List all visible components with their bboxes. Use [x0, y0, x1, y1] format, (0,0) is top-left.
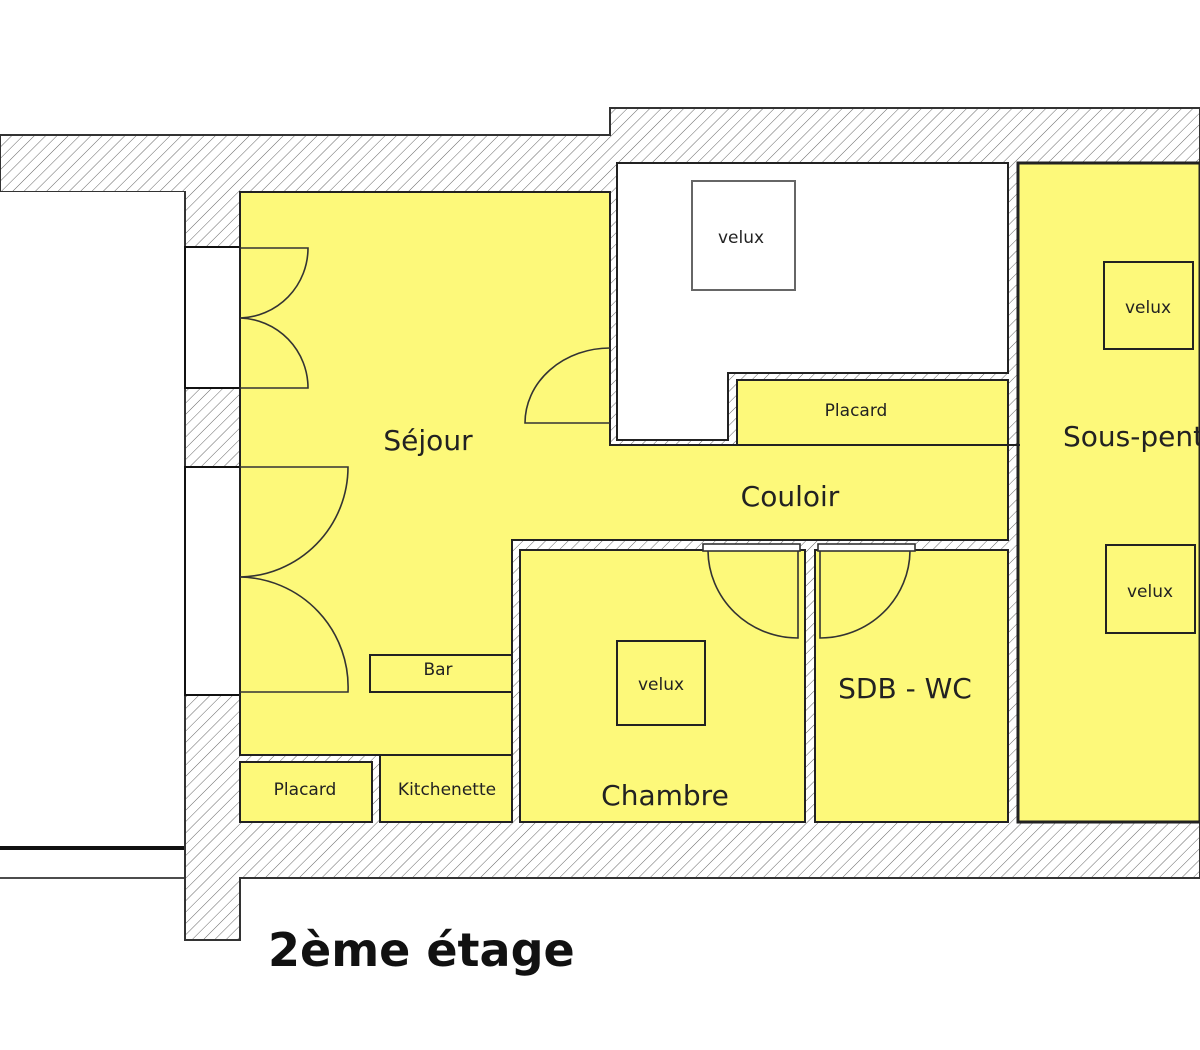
doors: [239, 247, 916, 693]
room-sejour: [239, 191, 1009, 756]
floor-title: 2ème étage: [268, 923, 575, 977]
room-placard-top: [736, 379, 1009, 446]
room-placard-bottom: [239, 761, 373, 823]
door-white-room: [524, 347, 611, 424]
door-window-bottom-2: [239, 576, 349, 693]
label-sous-pente: Sous-pente: [1063, 420, 1200, 453]
door-window-bottom-1: [239, 466, 349, 578]
label-bar: Bar: [423, 660, 452, 680]
door-window-top-2: [239, 317, 309, 389]
bar-counter: [369, 654, 513, 693]
room-sdb-wc: [814, 549, 1009, 823]
label-kitchenette: Kitchenette: [398, 780, 496, 800]
window-top: [184, 246, 241, 389]
door-sdb: [819, 550, 911, 639]
velux-sous-pente-bottom: [1105, 544, 1196, 634]
label-chambre: Chambre: [601, 779, 729, 812]
exterior-left: [0, 192, 185, 878]
velux-sous-pente-top: [1103, 261, 1194, 350]
velux-white-room: [691, 180, 796, 291]
door-window-top-1: [239, 247, 309, 319]
label-velux-chambre: velux: [638, 675, 684, 695]
label-couloir: Couloir: [741, 480, 840, 513]
label-placard-top: Placard: [825, 401, 888, 421]
label-velux-sous-pente-bottom: velux: [1127, 582, 1173, 602]
label-velux-white-room: velux: [718, 228, 764, 248]
door-chambre: [707, 550, 799, 639]
label-sdb-wc: SDB - WC: [838, 672, 972, 705]
room-kitchenette: [379, 754, 513, 823]
label-placard-bottom: Placard: [274, 780, 337, 800]
velux-chambre: [616, 640, 706, 726]
label-velux-sous-pente-top: velux: [1125, 298, 1171, 318]
window-bottom: [184, 466, 241, 696]
label-sejour: Séjour: [383, 424, 473, 457]
